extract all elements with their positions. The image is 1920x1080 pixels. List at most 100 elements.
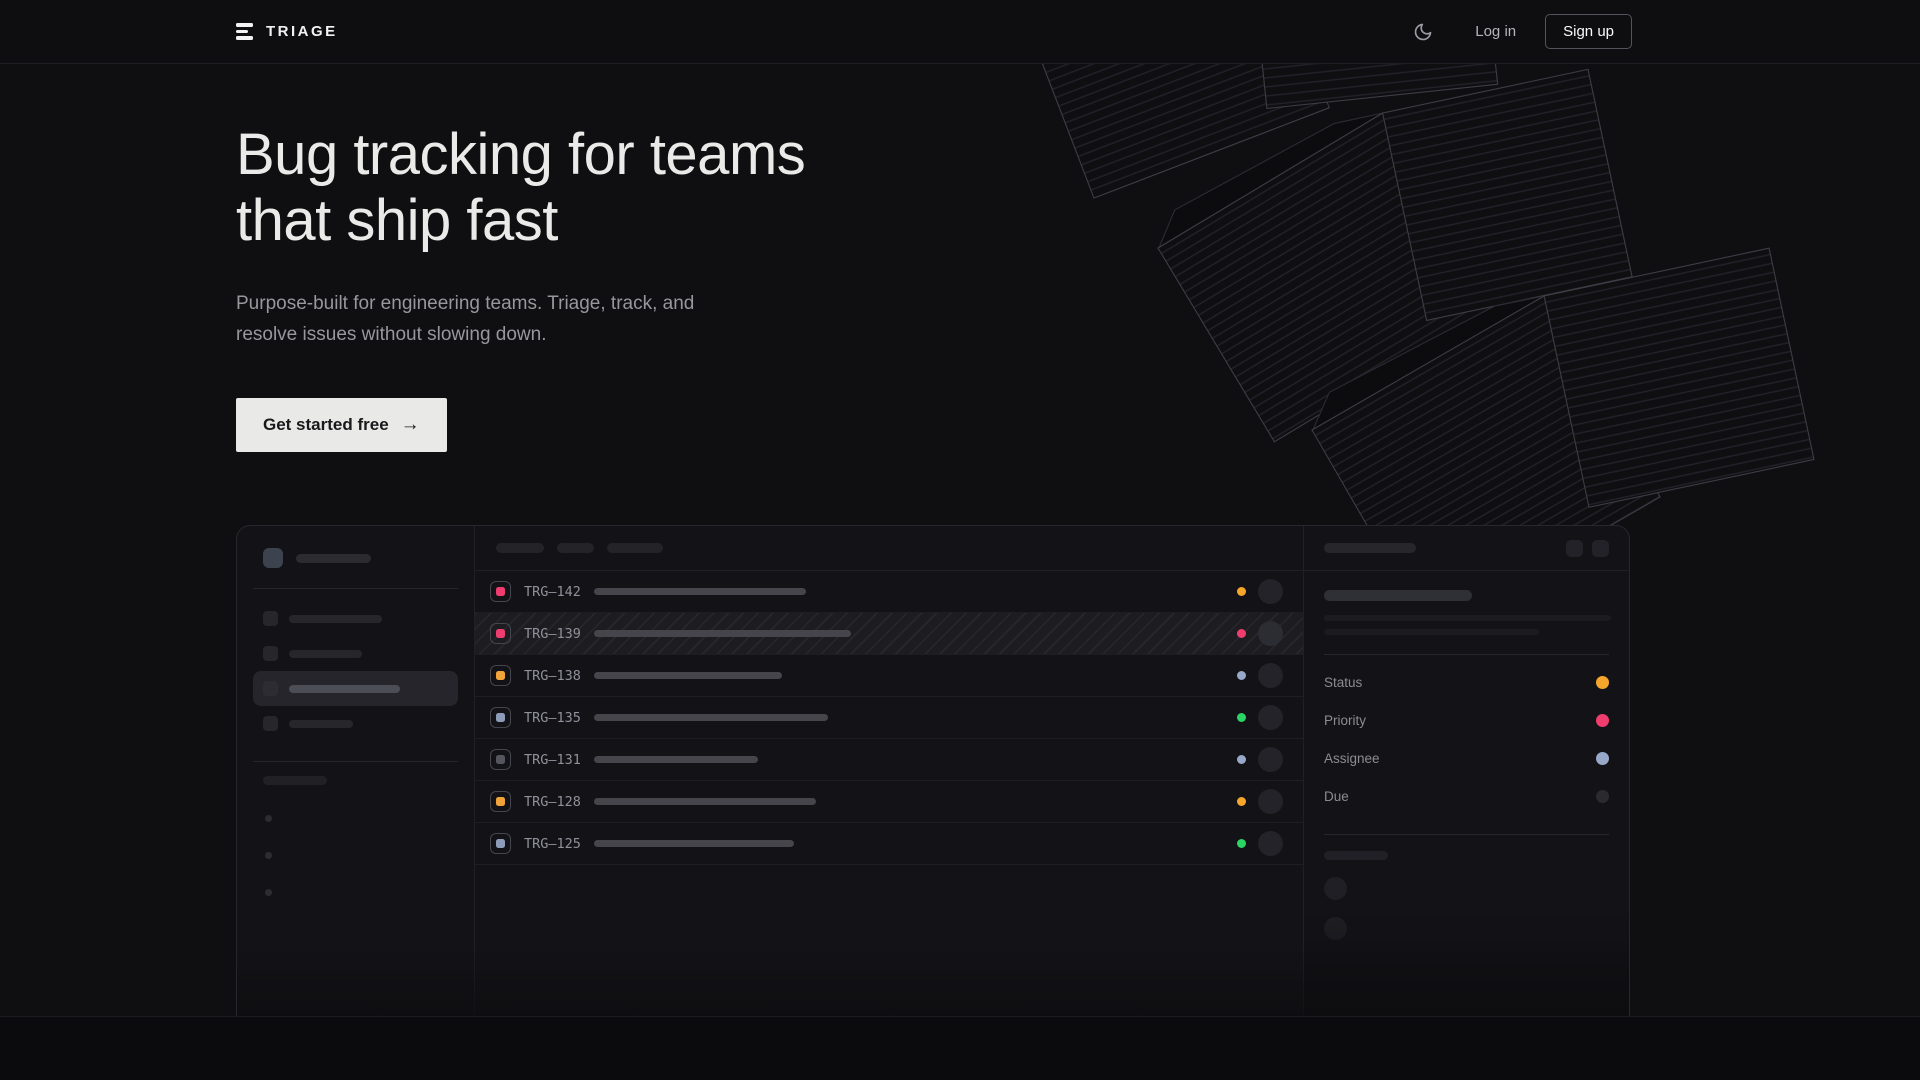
mock-nav-item [253, 601, 458, 636]
mock-issue-row: TRG–128 [475, 781, 1303, 823]
issue-id: TRG–138 [524, 667, 581, 684]
nav-item-icon [263, 646, 278, 661]
issue-id: TRG–139 [524, 625, 581, 642]
issue-type-icon [490, 833, 511, 854]
issue-type-icon [490, 749, 511, 770]
mock-issue-row: TRG–139 [475, 613, 1303, 655]
detail-title-placeholder [1324, 543, 1416, 553]
issue-title-placeholder [593, 714, 828, 721]
property-value-dot [1596, 713, 1609, 727]
activity-avatar [1324, 917, 1347, 940]
issue-assignee-avatar [1258, 579, 1283, 604]
issue-assignee-avatar [1258, 831, 1283, 856]
activity-section-placeholder [1324, 851, 1388, 860]
issue-id: TRG–125 [524, 835, 581, 852]
property-value-dot [1596, 789, 1609, 803]
issue-type-icon [490, 581, 511, 602]
mock-sidebar-nav [253, 601, 458, 741]
issue-title-placeholder [593, 840, 794, 847]
theme-toggle-button[interactable] [1413, 22, 1433, 42]
nav-item-label-placeholder [289, 649, 362, 658]
mock-nav-item [253, 706, 458, 741]
mockup-list-header [475, 526, 1303, 571]
property-label: Priority [1324, 712, 1367, 728]
detail-property-row: Due [1324, 777, 1609, 815]
brand-name: TRIAGE [266, 23, 338, 40]
nav-item-icon [263, 716, 278, 731]
workspace-name-placeholder [296, 553, 371, 563]
sidebar-divider [253, 588, 458, 589]
site-header: TRIAGE Log in Sign up [0, 0, 1920, 64]
issue-status-dot [1237, 587, 1246, 596]
property-label: Status [1324, 674, 1363, 690]
login-link[interactable]: Log in [1475, 23, 1517, 40]
issue-assignee-avatar [1258, 663, 1283, 688]
mockup-sidebar [237, 526, 475, 1016]
issue-assignee-avatar [1258, 747, 1283, 772]
detail-action-button [1592, 539, 1609, 557]
property-value-dot [1596, 751, 1609, 765]
issue-status-dot [1237, 755, 1246, 764]
issue-type-icon [490, 707, 511, 728]
property-value-dot [1596, 675, 1609, 689]
nav-item-label-placeholder [289, 684, 400, 693]
sidebar-divider [253, 761, 458, 762]
nav-item-icon [263, 611, 278, 626]
detail-divider [1324, 834, 1609, 835]
sidebar-dot [265, 815, 272, 822]
hero-subtitle: Purpose-built for engineering teams. Tri… [236, 293, 695, 345]
list-filter-placeholder [607, 543, 663, 553]
mock-issue-row: TRG–135 [475, 697, 1303, 739]
issue-type-icon [490, 665, 511, 686]
get-started-button[interactable]: Get started free → [236, 397, 447, 452]
detail-property-row: Priority [1324, 701, 1609, 739]
property-label: Due [1324, 788, 1349, 804]
issue-type-icon [490, 791, 511, 812]
signup-button[interactable]: Sign up [1545, 14, 1632, 49]
mock-workspace-switcher [253, 548, 458, 568]
issue-title-placeholder [593, 798, 816, 805]
arrow-right-icon: → [400, 414, 420, 436]
nav-item-icon [263, 681, 278, 696]
issue-desc-placeholder [1324, 615, 1611, 621]
sidebar-dot [265, 852, 272, 859]
mock-nav-item [253, 636, 458, 671]
issue-status-dot [1237, 629, 1246, 638]
mock-activity-list [1324, 877, 1609, 940]
issue-id: TRG–131 [524, 751, 581, 768]
activity-avatar [1324, 877, 1347, 900]
nav-item-label-placeholder [289, 614, 382, 623]
header-right: Log in Sign up [1413, 14, 1632, 49]
detail-property-row: Status [1324, 663, 1609, 701]
issue-title-placeholder [593, 756, 758, 763]
issue-id: TRG–142 [524, 583, 581, 600]
hero-title: Bug tracking for teams that ship fast [236, 122, 806, 253]
issue-id: TRG–128 [524, 793, 581, 810]
issue-title-placeholder [1324, 590, 1472, 601]
triage-logo-icon [236, 23, 253, 40]
page-footer [0, 1016, 1920, 1080]
hero-section: Bug tracking for teams that ship fast Pu… [236, 122, 806, 452]
workspace-avatar [263, 548, 283, 568]
issue-type-icon [490, 623, 511, 644]
issue-status-dot [1237, 713, 1246, 722]
issue-status-dot [1237, 839, 1246, 848]
detail-divider [1324, 654, 1609, 655]
detail-action-button [1566, 539, 1583, 557]
issue-assignee-avatar [1258, 789, 1283, 814]
brand: TRIAGE [236, 23, 338, 40]
issue-title-placeholder [593, 672, 782, 679]
mock-detail-header [1304, 526, 1629, 571]
sidebar-section-placeholder [263, 776, 327, 785]
nav-item-label-placeholder [289, 719, 353, 728]
issue-title-placeholder [593, 588, 806, 595]
hero-title-line1: Bug tracking for teams [236, 122, 806, 187]
mock-issue-row: TRG–138 [475, 655, 1303, 697]
mock-sidebar-dots [253, 815, 458, 896]
mock-nav-item [253, 671, 458, 706]
